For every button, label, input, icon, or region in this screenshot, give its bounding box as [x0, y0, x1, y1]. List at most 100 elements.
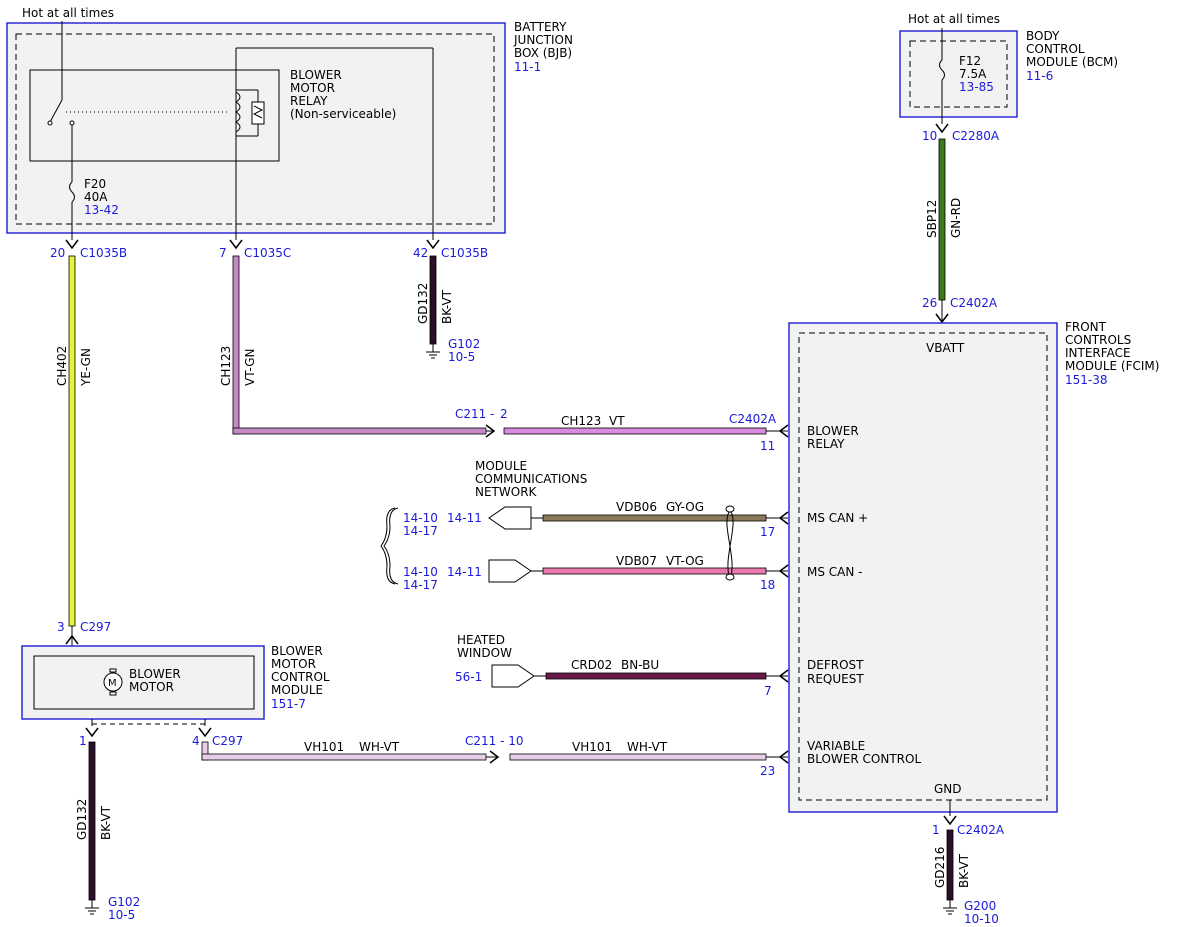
fcim-vbatt: VBATT — [926, 341, 965, 355]
fcim-defrost-1: DEFROST — [807, 658, 864, 672]
fcim-name-2: CONTROLS — [1065, 333, 1131, 347]
c2402a-26-name: C2402A — [950, 296, 998, 310]
relay-label-4: (Non-serviceable) — [290, 107, 396, 121]
c1035b-20-arrow — [65, 239, 79, 250]
c211-2-name: C211 - — [455, 407, 494, 421]
network-brace-icon — [380, 507, 396, 585]
wire-vh101: VH101 WH-VT C211 - 10 VH101 WH-VT 23 — [201, 734, 789, 778]
wire-ch402: CH402 YE-GN — [55, 255, 93, 627]
c211-2-pin: 2 — [500, 407, 508, 421]
blower-motor-control-module: 3 C297 M BLOWER MOTOR BLOWER MOTOR CONTR… — [21, 620, 330, 748]
c211-10-name: C211 - 10 — [465, 734, 524, 748]
c2402a-23-pin: 23 — [760, 764, 775, 778]
c297-4-name: C297 — [212, 734, 243, 748]
wire-ch123-h-circuit: CH123 — [561, 414, 601, 428]
c1035b-42-arrow — [426, 239, 440, 250]
c1035c-7-pin: 7 — [219, 246, 227, 260]
c2402a-17-arrow — [778, 511, 789, 525]
bcm-name-3: MODULE (BCM) — [1026, 55, 1118, 69]
wire-ch402-color: YE-GN — [79, 348, 93, 387]
wire-crd02-core — [545, 672, 767, 680]
g102-top-ref: 10-5 — [448, 350, 475, 364]
relay-label-3: RELAY — [290, 94, 328, 108]
c2402a-7-pin: 7 — [764, 684, 772, 698]
wire-vh101-a-circuit: VH101 — [304, 740, 344, 754]
c2402a-18-arrow — [778, 564, 789, 578]
heated-connector-icon — [491, 664, 535, 688]
c1035b-42-pin: 42 — [413, 246, 428, 260]
bmcm-ref: 151-7 — [271, 697, 306, 711]
wire-ch402-circuit: CH402 — [55, 346, 69, 386]
fcim-variable-1: VARIABLE — [807, 739, 865, 753]
wire-sbp12: SBP12 GN-RD — [925, 138, 963, 301]
fcim-inner-dashed — [798, 332, 1048, 801]
twisted-pair-icon — [726, 510, 734, 579]
wire-gd132-bot-circuit: GD132 — [75, 799, 89, 840]
c2402a-11-name: C2402A — [729, 412, 777, 426]
fcim-ms-can-plus: MS CAN + — [807, 511, 868, 525]
c2402a-11-pin: 11 — [760, 439, 775, 453]
network-title-2: COMMUNICATIONS — [475, 472, 587, 486]
wire-crd02-color: BN-BU — [621, 658, 659, 672]
fcim-blower-relay-1: BLOWER — [807, 424, 859, 438]
c2280a-10-name: C2280A — [952, 129, 1000, 143]
c297-1-arrow — [85, 727, 99, 738]
fcim-variable-2: BLOWER CONTROL — [807, 752, 921, 766]
fuse-f20-rating: 40A — [84, 190, 108, 204]
fcim-ref: 151-38 — [1065, 373, 1108, 387]
wire-gd132-bottom: GD132 BK-VT G102 10-5 — [75, 741, 140, 922]
relay-label-1: BLOWER — [290, 68, 342, 82]
blower-motor-box — [33, 655, 255, 710]
bjb-hot-label: Hot at all times — [22, 6, 114, 20]
fcim-defrost-2: REQUEST — [807, 672, 864, 686]
fcim-blower-relay-2: RELAY — [807, 437, 845, 451]
blower-motor-label-1: BLOWER — [129, 667, 181, 681]
network-title-1: MODULE — [475, 459, 527, 473]
wire-gd132-top: GD132 BK-VT G102 10-5 — [416, 255, 480, 364]
c1035c-7-arrow — [229, 239, 243, 250]
bcm-name-1: BODY — [1026, 29, 1060, 43]
wire-ch123-h-color: VT — [609, 414, 625, 428]
c2280a-10-arrow — [935, 123, 949, 134]
c2402a-26-pin: 26 — [922, 296, 937, 310]
ms-can-plus-ref-1: 14-10 — [403, 511, 438, 525]
fuse-f12-icon — [939, 59, 945, 81]
fcim-gnd: GND — [934, 782, 962, 796]
wire-vh101-a-color: WH-VT — [359, 740, 400, 754]
bcm-hot-label: Hot at all times — [908, 12, 1000, 26]
wire-vdb07-color: VT-OG — [666, 554, 704, 568]
battery-junction-box: Hot at all times F20 40A 13-42 BLOWER MO… — [6, 6, 573, 240]
bcm-name-2: CONTROL — [1026, 42, 1085, 56]
fuse-f20-icon — [69, 181, 75, 203]
c297-4-arrow — [198, 727, 212, 738]
wire-vh101-b-color: WH-VT — [627, 740, 668, 754]
fuse-f12-name: F12 — [959, 54, 981, 68]
g102-bot-name: G102 — [108, 895, 140, 909]
blower-relay-box — [29, 69, 280, 162]
c2280a-10-pin: 10 — [922, 129, 937, 143]
wire-ch123-v-circuit: CH123 — [219, 346, 233, 386]
network-title-3: NETWORK — [475, 485, 538, 499]
c2402a-17-pin: 17 — [760, 525, 775, 539]
c1035c-7-name: C1035C — [244, 246, 291, 260]
wire-ch123-v-color: VT-GN — [243, 349, 257, 386]
bjb-inner-dashed — [15, 33, 495, 225]
wire-gd216-color: BK-VT — [957, 853, 971, 888]
wire-vdb07-circuit: VDB07 — [616, 554, 657, 568]
front-controls-interface-module: VBATT GND BLOWER RELAY MS CAN + MS CAN -… — [788, 320, 1159, 813]
heated-title-2: WINDOW — [457, 646, 512, 660]
c2402a-7-arrow — [778, 669, 789, 683]
bmcm-name-4: MODULE — [271, 683, 323, 697]
ms-can-minus-ref-2: 14-17 — [403, 578, 438, 592]
ms-can-minus-connector-icon — [488, 559, 532, 583]
ms-can-plus-ref-2: 14-17 — [403, 524, 438, 538]
wire-ch123: CH123 VT-GN C211 - 2 CH123 VT C2402A 11 — [219, 255, 789, 453]
ms-can-minus-page: 14-11 — [447, 565, 482, 579]
c1035b-42-name: C1035B — [441, 246, 488, 260]
fcim-name-3: INTERFACE — [1065, 346, 1131, 360]
wire-crd02-circuit: CRD02 — [571, 658, 612, 672]
fcim-outline — [788, 322, 1058, 813]
c2402a-1-arrow — [943, 815, 957, 826]
bmcm-name-2: MOTOR — [271, 657, 316, 671]
